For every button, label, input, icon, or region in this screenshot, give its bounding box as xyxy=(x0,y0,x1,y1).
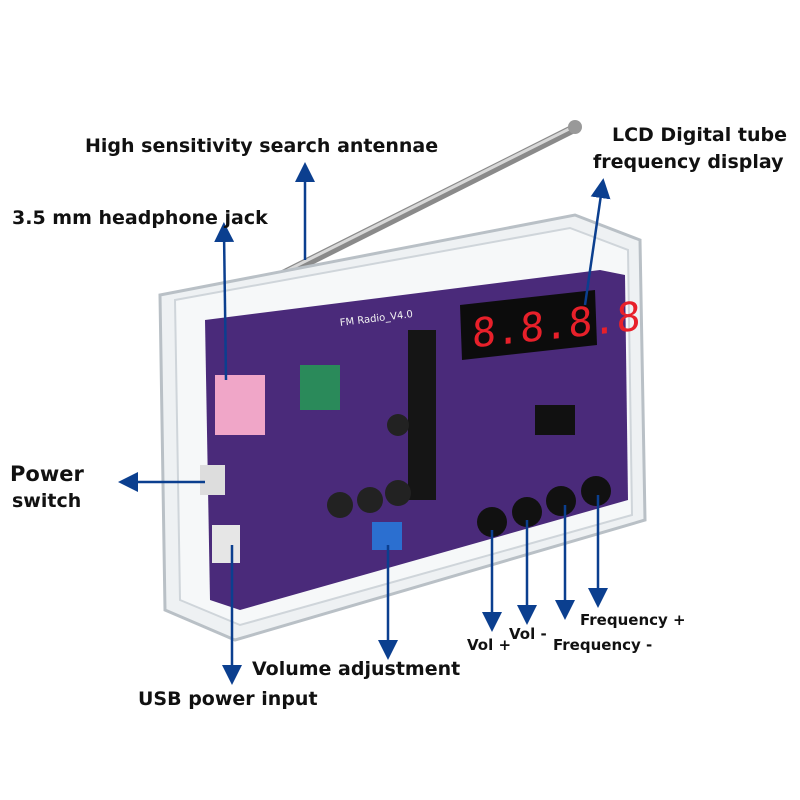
antenna xyxy=(243,120,582,297)
label-display-1: LCD Digital tube xyxy=(612,124,787,146)
power-switch xyxy=(200,465,225,495)
label-display-2: frequency display xyxy=(593,151,784,173)
ic-small xyxy=(535,405,575,435)
label-freq-plus: Frequency + xyxy=(580,611,686,629)
usb-port xyxy=(212,525,240,563)
ic-chip xyxy=(408,330,436,500)
label-usb: USB power input xyxy=(138,688,318,710)
label-vol-plus: Vol + xyxy=(467,636,512,654)
label-freq-minus: Frequency - xyxy=(553,636,653,654)
label-antenna: High sensitivity search antennae xyxy=(85,135,439,157)
callout-arrows xyxy=(118,162,611,685)
label-power-1: Power xyxy=(10,462,84,486)
label-vol-minus: Vol - xyxy=(509,625,547,643)
buttons xyxy=(477,476,611,537)
label-volume: Volume adjustment xyxy=(252,658,461,680)
fm-module xyxy=(300,365,340,410)
label-headphone: 3.5 mm headphone jack xyxy=(12,207,268,229)
label-power-2: switch xyxy=(12,490,82,512)
headphone-jack xyxy=(215,375,265,435)
